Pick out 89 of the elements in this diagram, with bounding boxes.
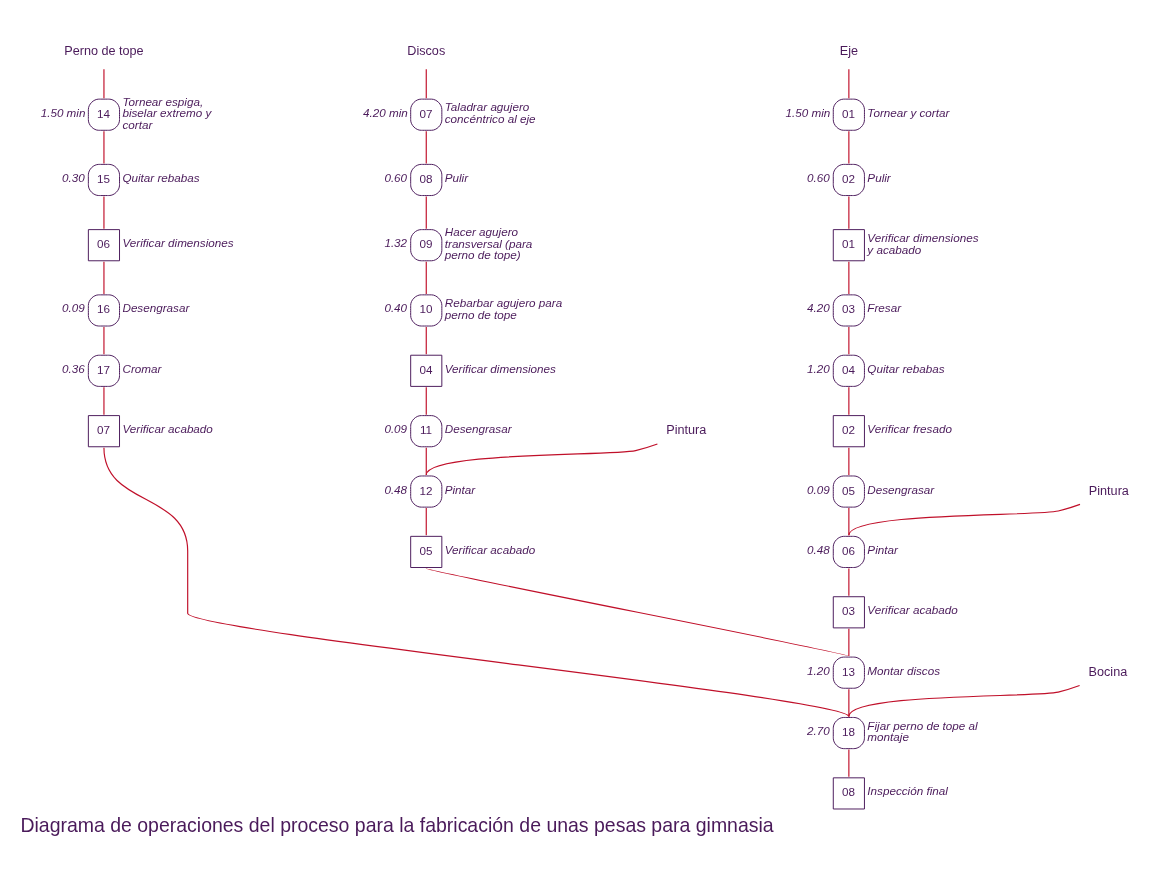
node-label: 1.32 [384,235,408,249]
node-label: 0.48 [807,542,830,556]
node-box: 04 [410,354,443,387]
node-label: Desengrasar [444,421,512,435]
connector [848,684,1081,717]
node-text: Pintura [666,422,707,437]
node-label: 1.50 min [785,105,831,119]
node-label: 4.20 [807,300,830,314]
node-label: 0.48 [384,482,408,496]
connector [848,386,850,415]
node-label: Pulir [444,170,469,184]
node-label: Taladrar agujero concéntrico al eje [444,99,536,125]
node-label: Pintar [444,482,476,496]
node-label: Fijar perno de tope al montaje [867,718,978,743]
node-label: Pintar [867,542,898,556]
node-label: Hacer agujero transversal (para perno de tope) [444,224,533,261]
node-label: Tornear espiga, biselar extremo y cortar [122,94,212,131]
node-label: Inspección final [867,783,948,797]
node-label: Fresar [867,300,902,314]
connector [103,260,105,294]
node-text: Perno de tope [64,43,144,58]
node-label: Desengrasar [867,482,935,496]
node-box: 06 [87,228,120,261]
connector [425,130,427,164]
node-text: Eje [839,43,859,58]
node-label: Pulir [867,170,891,184]
node-box: 02 [832,414,865,447]
node-label: 0.36 [62,361,85,375]
connector [848,325,850,355]
node-label: 0.60 [807,170,830,184]
connector [848,627,850,657]
connector [425,195,427,229]
node-label: Quitar rebabas [122,170,200,184]
connector [103,325,105,355]
connector [848,68,850,99]
connector [848,503,1081,536]
node-label: 1.20 [807,663,830,677]
node-text: Bocina [1088,664,1128,679]
connector [425,442,658,476]
connector [425,386,427,415]
node-label: Quitar rebabas [867,361,945,375]
node-label: Verificar fresado [867,421,952,435]
connector [848,260,850,294]
node-label: 0.30 [62,170,85,184]
node-label: Verificar dimensiones [444,361,556,375]
node-box: 05 [410,535,443,568]
node-box: 07 [87,414,120,447]
connector [848,748,850,777]
node-label: Verificar acabado [867,602,958,616]
node-label: 0.09 [807,482,830,496]
connector [848,688,850,717]
connector [425,260,427,294]
connector [848,567,850,596]
node-box: 01 [832,228,865,261]
node-box: 08 [832,776,865,809]
node-label: Montar discos [867,663,941,677]
connector [103,195,105,229]
node-label: Desengrasar [122,300,190,314]
connector [425,325,427,355]
node-label: Rebarbar agujero para perno de tope [444,295,563,321]
node-label: Verificar acabado [444,542,536,556]
node-text: Discos [407,43,446,58]
diagram-title: Diagrama de operaciones del proceso para la fabricación de unas pesas para gimnasia [20,813,774,836]
node-label: 0.09 [384,421,408,435]
node-text: Pintura [1088,483,1129,498]
node-label: 1.50 min [40,105,86,119]
connector [848,446,850,476]
connector [848,195,850,229]
connector [848,130,850,164]
node-label: Tornear y cortar [867,105,950,119]
node-label: 0.60 [384,170,408,184]
node-label: 0.09 [62,300,85,314]
connector [103,130,105,164]
node-label: Verificar dimensiones y acabado [867,230,979,256]
connector [425,68,427,99]
connector [103,386,105,415]
node-label: 0.40 [384,300,408,314]
connector [425,507,427,536]
connector [103,68,105,99]
node-label: 1.20 [807,361,830,375]
node-label: 4.20 min [362,105,408,119]
node-label: Verificar dimensiones [122,235,234,249]
node-box: 03 [832,595,865,628]
node-label: Cromar [122,361,162,375]
node-label: 2.70 [807,723,830,737]
node-label: Verificar acabado [122,421,213,435]
connector [848,507,850,536]
connector [103,446,850,717]
connector [425,567,850,657]
